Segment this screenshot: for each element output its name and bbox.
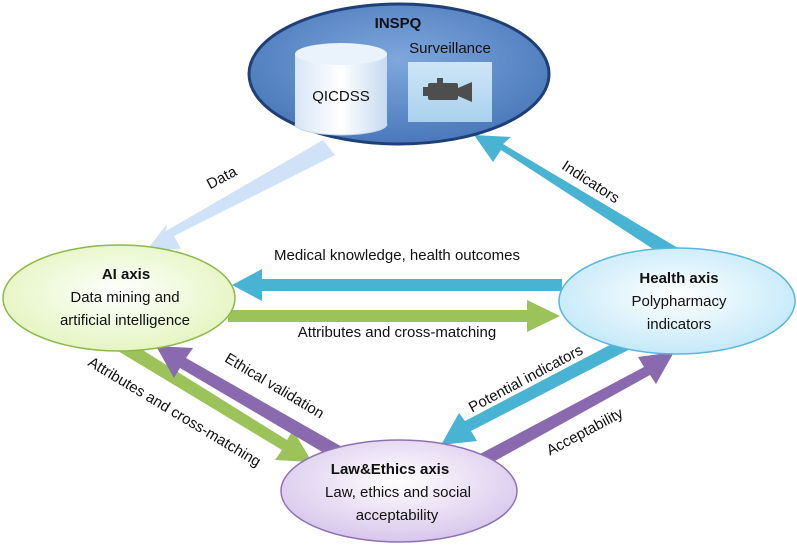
law-axis-line1: Law, ethics and social (325, 484, 471, 501)
ethical-validation-arrow (156, 346, 351, 463)
ai-axis-title: AI axis (102, 266, 150, 283)
law-axis-line2: acceptability (356, 507, 439, 524)
law-axis-title: Law&Ethics axis (331, 461, 449, 478)
video-camera-icon (408, 62, 492, 122)
data-arrow (146, 140, 335, 251)
health-axis-title: Health axis (639, 270, 718, 287)
health-axis-node: Health axis Polypharmacy indicators (558, 247, 796, 355)
ai-axis-line2: artificial intelligence (60, 312, 190, 329)
database-cylinder-icon (294, 43, 388, 136)
attributes-cross-matching-arrow (228, 300, 560, 332)
medical-knowledge-label: Medical knowledge, health outcomes (274, 247, 520, 264)
data-arrow-label: Data (204, 163, 241, 193)
attributes-to-law-arrow (108, 336, 312, 462)
ai-axis-node: AI axis Data mining and artificial intel… (2, 244, 236, 352)
indicators-arrow (474, 135, 683, 260)
inspq-title: INSPQ (375, 15, 422, 32)
surveillance-label: Surveillance (409, 40, 491, 57)
potential-indicators-arrow (441, 337, 636, 445)
acceptability-arrow (478, 352, 674, 467)
ai-axis-line1: Data mining and (70, 289, 179, 306)
inspq-node: INSPQ QICDSS Surveillance (247, 2, 551, 146)
law-ethics-axis-node: Law&Ethics axis Law, ethics and social a… (280, 439, 518, 543)
health-axis-line2: indicators (647, 316, 711, 333)
health-axis-line1: Polypharmacy (631, 293, 727, 310)
medical-knowledge-arrow (232, 269, 562, 301)
qicdss-label: QICDSS (312, 88, 370, 105)
attributes-right-label: Attributes and cross-matching (298, 324, 496, 341)
acceptability-label: Acceptability (544, 405, 627, 460)
